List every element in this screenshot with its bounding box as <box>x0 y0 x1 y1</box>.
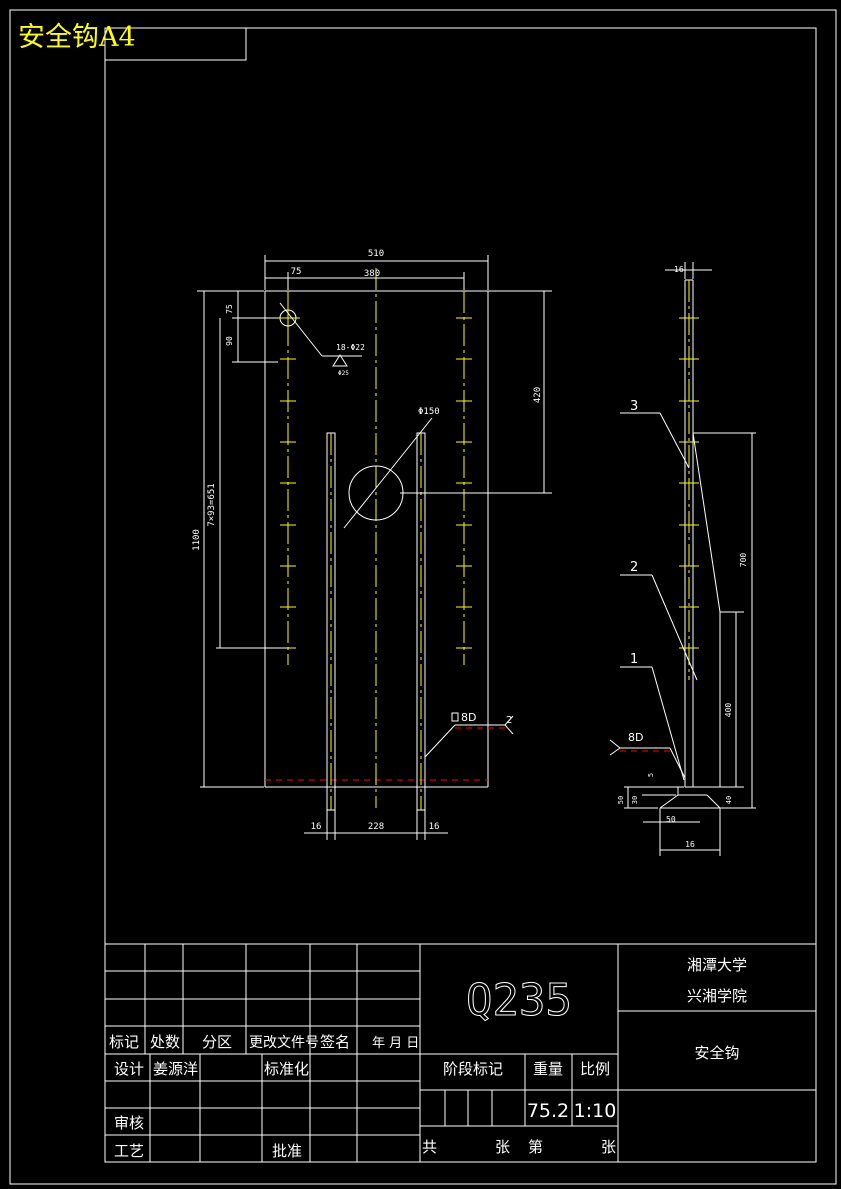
top-title: 安全钩A4 <box>18 22 136 53</box>
tb-design: 设计 <box>114 1060 144 1078</box>
dim-420: 420 <box>533 387 543 403</box>
hole-depth: Φ25 <box>338 370 349 377</box>
dim-75: 75 <box>291 267 302 277</box>
side-view: 16 3 2 1 700 400 40 8D 50 30 5 <box>609 262 756 856</box>
side-dim-50: 50 <box>666 815 676 824</box>
material-text: Q235 <box>466 975 572 1026</box>
tb-scale: 1:10 <box>574 1100 617 1122</box>
tb-sheet-no: 第 <box>528 1138 543 1156</box>
weld-label: 8D <box>461 711 476 724</box>
part-1: 1 <box>630 652 638 667</box>
big-hole-label: Φ150 <box>418 407 440 417</box>
dim-v90: 90 <box>225 336 234 346</box>
tb-signature: 签名 <box>320 1033 350 1051</box>
dim-16b: 16 <box>429 822 440 832</box>
part-2: 2 <box>630 560 638 575</box>
tb-total: 共 <box>422 1138 437 1156</box>
side-dim-5: 5 <box>647 773 655 777</box>
rib-slope <box>692 432 721 613</box>
tb-weight-label: 重量 <box>533 1060 563 1078</box>
tb-process: 工艺 <box>114 1142 144 1160</box>
tb-sheet-unit: 张 <box>601 1138 616 1156</box>
tb-zone: 分区 <box>202 1033 232 1051</box>
side-dim-400: 400 <box>724 703 733 718</box>
inner-frame <box>104 27 817 1163</box>
dim-pitch: 7×93=651 <box>207 483 217 526</box>
part-name: 安全钩 <box>694 1044 739 1062</box>
dim-16a: 16 <box>311 822 322 832</box>
dim-height: 1100 <box>192 529 202 551</box>
tb-weight: 75.2 <box>527 1100 569 1122</box>
title-tag-box <box>104 27 247 61</box>
tb-count: 处数 <box>150 1033 180 1051</box>
side-weld-label: 8D <box>628 731 643 744</box>
title-block: Q235 湘潭大学 兴湘学院 安全钩 标记 处数 分区 更改文件号 签名 年 月… <box>105 943 816 1162</box>
side-dim-700: 700 <box>739 553 748 568</box>
dim-510: 510 <box>368 249 384 259</box>
dim-v75: 75 <box>225 304 234 314</box>
tb-approve: 批准 <box>272 1142 302 1160</box>
outer-frame <box>9 9 837 1185</box>
side-dim-50v: 50 <box>617 796 625 804</box>
side-dim-16b: 16 <box>685 840 695 849</box>
tb-standardize: 标准化 <box>264 1060 309 1078</box>
tb-stage-mark: 阶段标记 <box>443 1060 503 1078</box>
school-line2: 兴湘学院 <box>687 987 747 1005</box>
part-3: 3 <box>630 399 638 414</box>
tb-mark: 标记 <box>109 1033 139 1051</box>
tb-sheets: 张 <box>495 1138 510 1156</box>
side-dim-40: 40 <box>725 796 733 804</box>
dim-380: 380 <box>364 269 380 279</box>
tb-designer: 姜源洋 <box>153 1060 198 1078</box>
front-view: 510 75 380 1100 7×93=651 75 90 420 18-Φ2… <box>192 249 552 840</box>
holes-callout: 18-Φ22 <box>336 343 365 352</box>
weld-ref: 2 <box>506 715 512 726</box>
tb-scale-label: 比例 <box>580 1060 610 1078</box>
side-dim-16: 16 <box>674 265 684 274</box>
tb-change-doc: 更改文件号 <box>249 1035 319 1051</box>
rib-right <box>416 432 426 811</box>
dim-228: 228 <box>368 822 384 832</box>
tb-date: 年 月 日 <box>372 1036 419 1051</box>
rib-left <box>326 432 336 811</box>
tb-review: 审核 <box>114 1114 144 1132</box>
side-dim-30: 30 <box>631 796 639 804</box>
school-line1: 湘潭大学 <box>687 956 747 974</box>
